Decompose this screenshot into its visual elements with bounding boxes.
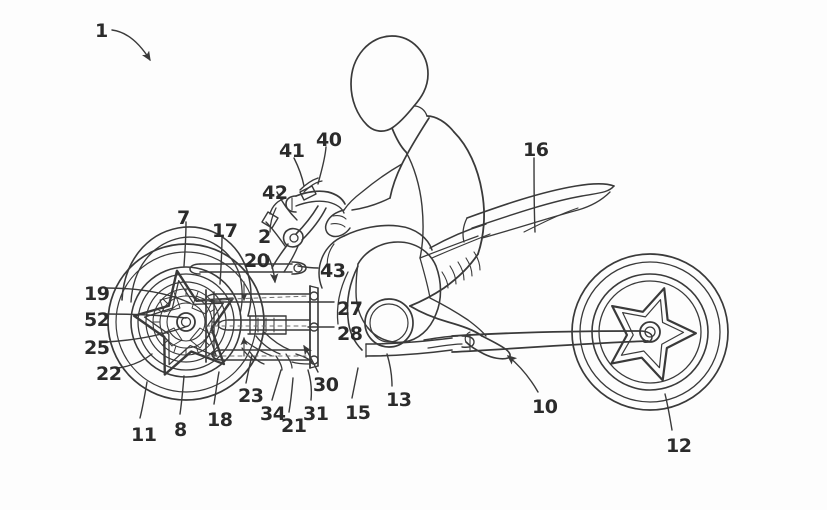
ref-43-tie-rod: 43: [320, 260, 346, 282]
ref-13-frame-body: 13: [386, 389, 412, 411]
ref-42-steering-stem: 42: [262, 182, 288, 204]
leader-11: [139, 381, 148, 419]
leader-1: [111, 29, 151, 62]
ref-8-front-wheel: 8: [174, 419, 187, 441]
leader-16: [533, 157, 536, 233]
leader-21: [288, 377, 294, 413]
leader-12: [664, 393, 673, 431]
front-wheel-group: [107, 243, 265, 401]
ref-20-link-rod: 20: [244, 250, 270, 272]
swingarm: [451, 330, 653, 353]
leader-34: [271, 369, 282, 401]
leader-lines: [105, 29, 673, 431]
ref-2-front-suspension: 2: [258, 226, 271, 248]
leader-8: [179, 375, 185, 415]
leader-17: [219, 235, 223, 285]
ref-16-seat-tail: 16: [523, 139, 549, 161]
leader-30: [303, 344, 319, 373]
leader-23: [245, 354, 253, 384]
rider-figure: [324, 35, 511, 360]
ref-28-lower-pivot: 28: [337, 323, 363, 345]
ref-11-front-wheel-assembly: 11: [131, 424, 157, 446]
tail-section: [462, 182, 615, 243]
seat: [429, 223, 491, 259]
ref-31-link-bracket: 31: [303, 403, 329, 425]
rear-wheel-group: [571, 253, 729, 411]
ref-7-front-fender: 7: [177, 207, 190, 229]
leader-31: [307, 369, 313, 401]
leader-13: [386, 353, 393, 387]
ref-15-down-frame: 15: [345, 402, 371, 424]
ref-12-rear-wheel: 12: [666, 435, 692, 457]
leader-22: [117, 353, 153, 369]
leader-42: [276, 191, 298, 221]
leader-18: [213, 371, 220, 405]
leader-25: [105, 325, 189, 343]
leader-7: [183, 221, 187, 267]
ref-30-lower-link: 30: [313, 374, 339, 396]
leader-2: [265, 221, 286, 247]
ref-41-handlebar-lever: 41: [279, 140, 305, 162]
ref-25-wheel-hub: 25: [84, 337, 110, 359]
leader-52: [105, 313, 187, 319]
ref-40-handlebar: 40: [316, 129, 342, 151]
footpeg-assembly: [423, 335, 475, 349]
ref-52-brake-disc: 52: [84, 309, 110, 331]
leader-15: [351, 367, 359, 399]
ref-1-assembly: 1: [95, 20, 108, 42]
leader-40: [317, 146, 327, 185]
ref-17-upper-arm: 17: [212, 220, 238, 242]
leader-41: [293, 157, 305, 187]
ref-21-steering-knuckle: 21: [281, 415, 307, 437]
ref-22-front-tire: 22: [96, 363, 122, 385]
leader-43: [297, 265, 319, 269]
ref-27-upper-pivot: 27: [337, 298, 363, 320]
ref-19-hub-motor: 19: [84, 283, 110, 305]
leader-10: [506, 355, 539, 393]
leader-19: [105, 287, 191, 304]
ref-10-vehicle-body: 10: [532, 396, 558, 418]
leader-20: [267, 255, 279, 284]
ref-34-shock-mount: 34: [260, 403, 286, 425]
handlebar-assembly: [261, 177, 346, 273]
ref-23-knuckle: 23: [238, 385, 264, 407]
ref-18-lower-arm: 18: [207, 409, 233, 431]
